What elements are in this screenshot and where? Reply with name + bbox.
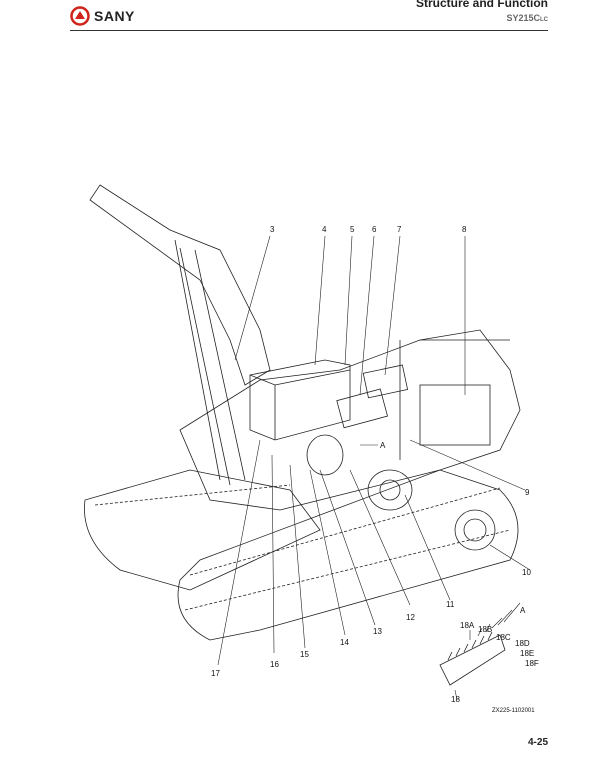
model-suffix: LC [540,17,548,23]
callout-5: 5 [350,225,355,234]
callout-18c: 18C [496,633,511,642]
swing-motor [306,434,344,476]
front-track [177,469,519,641]
page-header: SANY Structure and Function SY215CLC [0,0,600,40]
sany-logo: SANY [70,6,135,26]
boom-cylinders [174,239,246,486]
rear-track [84,469,321,591]
upper-structure [179,329,521,511]
callout-13: 13 [373,627,382,636]
detail-a-label: A [520,606,526,615]
detail-a-block [439,634,506,686]
figure-code: ZX225-1102001 [492,708,535,714]
callout-4: 4 [322,225,327,234]
callout-3: 3 [270,225,275,234]
callout-16: 16 [270,660,279,669]
main-pump [336,388,389,429]
callout-17: 17 [211,669,220,678]
pump-assembly [362,364,409,399]
model-number: SY215CLC [506,13,548,23]
radiator [419,384,491,446]
callout-15: 15 [300,650,309,659]
track-links [94,484,511,611]
boom [89,184,271,386]
callout-12: 12 [406,613,415,622]
callout-18: 18 [451,695,460,704]
callout-9: 9 [525,488,530,497]
swivel-joint [367,469,413,511]
callout-8: 8 [462,225,467,234]
section-title: Structure and Function [416,0,548,10]
callout-18a: 18A [460,621,475,630]
excavator-diagram: 3 4 5 6 7 8 9 10 11 12 13 14 15 16 17 A … [84,184,539,714]
page-number: 4-25 [527,737,548,748]
header-rule [70,30,548,31]
callout-6: 6 [372,225,377,234]
callout-18f: 18F [525,659,539,668]
travel-motor [454,509,496,551]
brand-name: SANY [94,8,135,24]
callout-10: 10 [522,568,531,577]
callout-7: 7 [397,225,402,234]
callout-18d: 18D [515,639,530,648]
callout-11: 11 [446,600,455,609]
hydraulic-tank [249,359,351,441]
callout-14: 14 [340,638,349,647]
callout-a: A [380,441,386,450]
model-main: SY215C [506,13,540,23]
callout-18e: 18E [520,649,534,658]
callout-18b: 18B [478,625,492,634]
sany-logo-icon [70,6,90,26]
